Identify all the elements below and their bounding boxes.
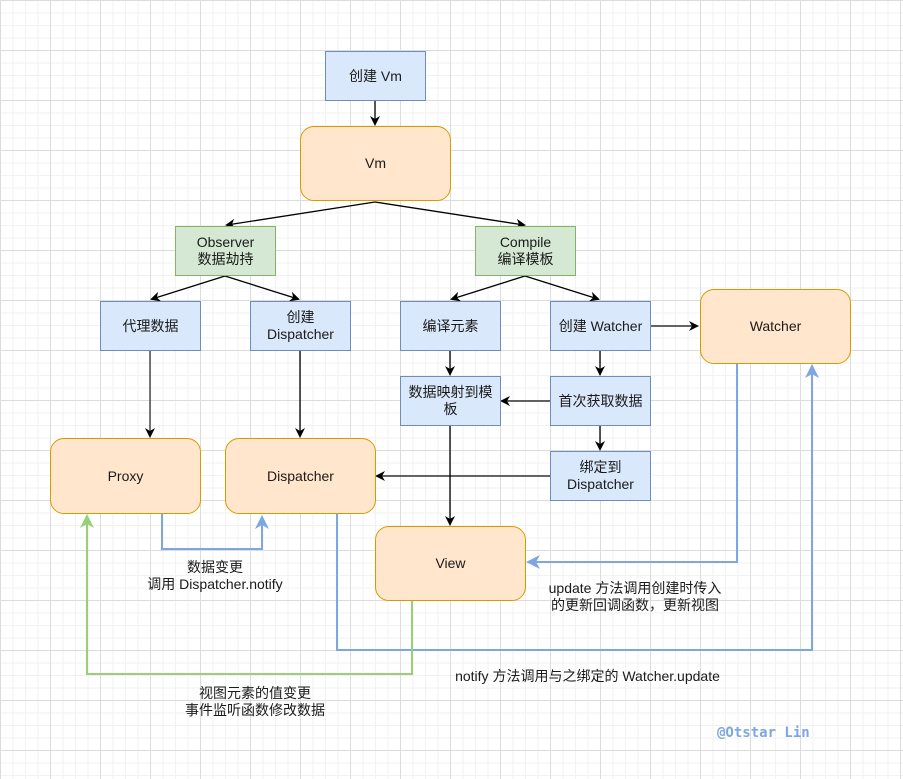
node-compile[interactable]: Compile 编译模板 [475,226,576,276]
node-map-data-to-template[interactable]: 数据映射到模 板 [400,376,501,426]
edge-label-data-change: 数据变更 调用 Dispatcher.notify [147,559,283,592]
node-create-dispatcher[interactable]: 创建 Dispatcher [250,301,351,351]
edge-vm-observer [225,201,376,229]
node-compile-elements-label: 编译元素 [422,317,479,334]
signature: @Otstar Lin [717,725,810,741]
edge-compile-compileelements [450,275,526,302]
node-observer[interactable]: Observer 数据劫持 [175,226,276,276]
node-compile-elements[interactable]: 编译元素 [400,301,501,351]
node-bind-to-dispatcher[interactable]: 绑定到 Dispatcher [550,451,651,501]
node-proxy-label: Proxy [107,467,144,484]
node-create-dispatcher-label: 创建 Dispatcher [267,309,334,342]
edge-observer-createdispatcher [224,275,300,302]
node-map-data-to-template-label: 数据映射到模 板 [408,384,493,417]
edge-dispatcher-watcher [336,364,819,651]
node-first-fetch-data[interactable]: 首次获取数据 [550,376,651,426]
node-bind-to-dispatcher-label: 绑定到 Dispatcher [567,459,634,492]
node-view[interactable]: View [375,526,526,601]
node-dispatcher-label: Dispatcher [267,467,334,484]
edge-observer-proxydata [150,275,226,302]
edge-watcher-view [526,364,738,569]
edge-vm-compile [374,201,526,229]
node-first-fetch-data-label: 首次获取数据 [558,392,643,409]
node-watcher-label: Watcher [749,318,802,334]
node-watcher[interactable]: Watcher [700,289,851,364]
edge-proxy-dispatcher [161,514,269,550]
node-create-vm-label: 创建 Vm [349,67,402,84]
node-create-watcher-label: 创建 Watcher [558,317,643,334]
node-proxy-data-label: 代理数据 [122,317,179,334]
edge-label-view-value-change: 视图元素的值变更 事件监听函数修改数据 [185,685,325,718]
edge-label-notify-watchers: notify 方法调用与之绑定的 Watcher.update [455,668,720,684]
node-create-vm[interactable]: 创建 Vm [325,51,426,101]
node-proxy[interactable]: Proxy [50,438,201,514]
node-compile-label: Compile 编译模板 [497,234,554,267]
edge-view-proxy [80,514,413,675]
node-view-label: View [435,555,466,571]
node-create-watcher[interactable]: 创建 Watcher [550,301,651,351]
node-dispatcher[interactable]: Dispatcher [225,438,376,514]
node-vm[interactable]: Vm [300,126,451,201]
node-proxy-data[interactable]: 代理数据 [100,301,201,351]
edge-compile-createwatcher [524,275,600,302]
node-vm-label: Vm [365,155,386,171]
edge-label-update-callback: update 方法调用创建时传入 的更新回调函数，更新视图 [548,580,722,613]
node-observer-label: Observer 数据劫持 [196,234,255,267]
